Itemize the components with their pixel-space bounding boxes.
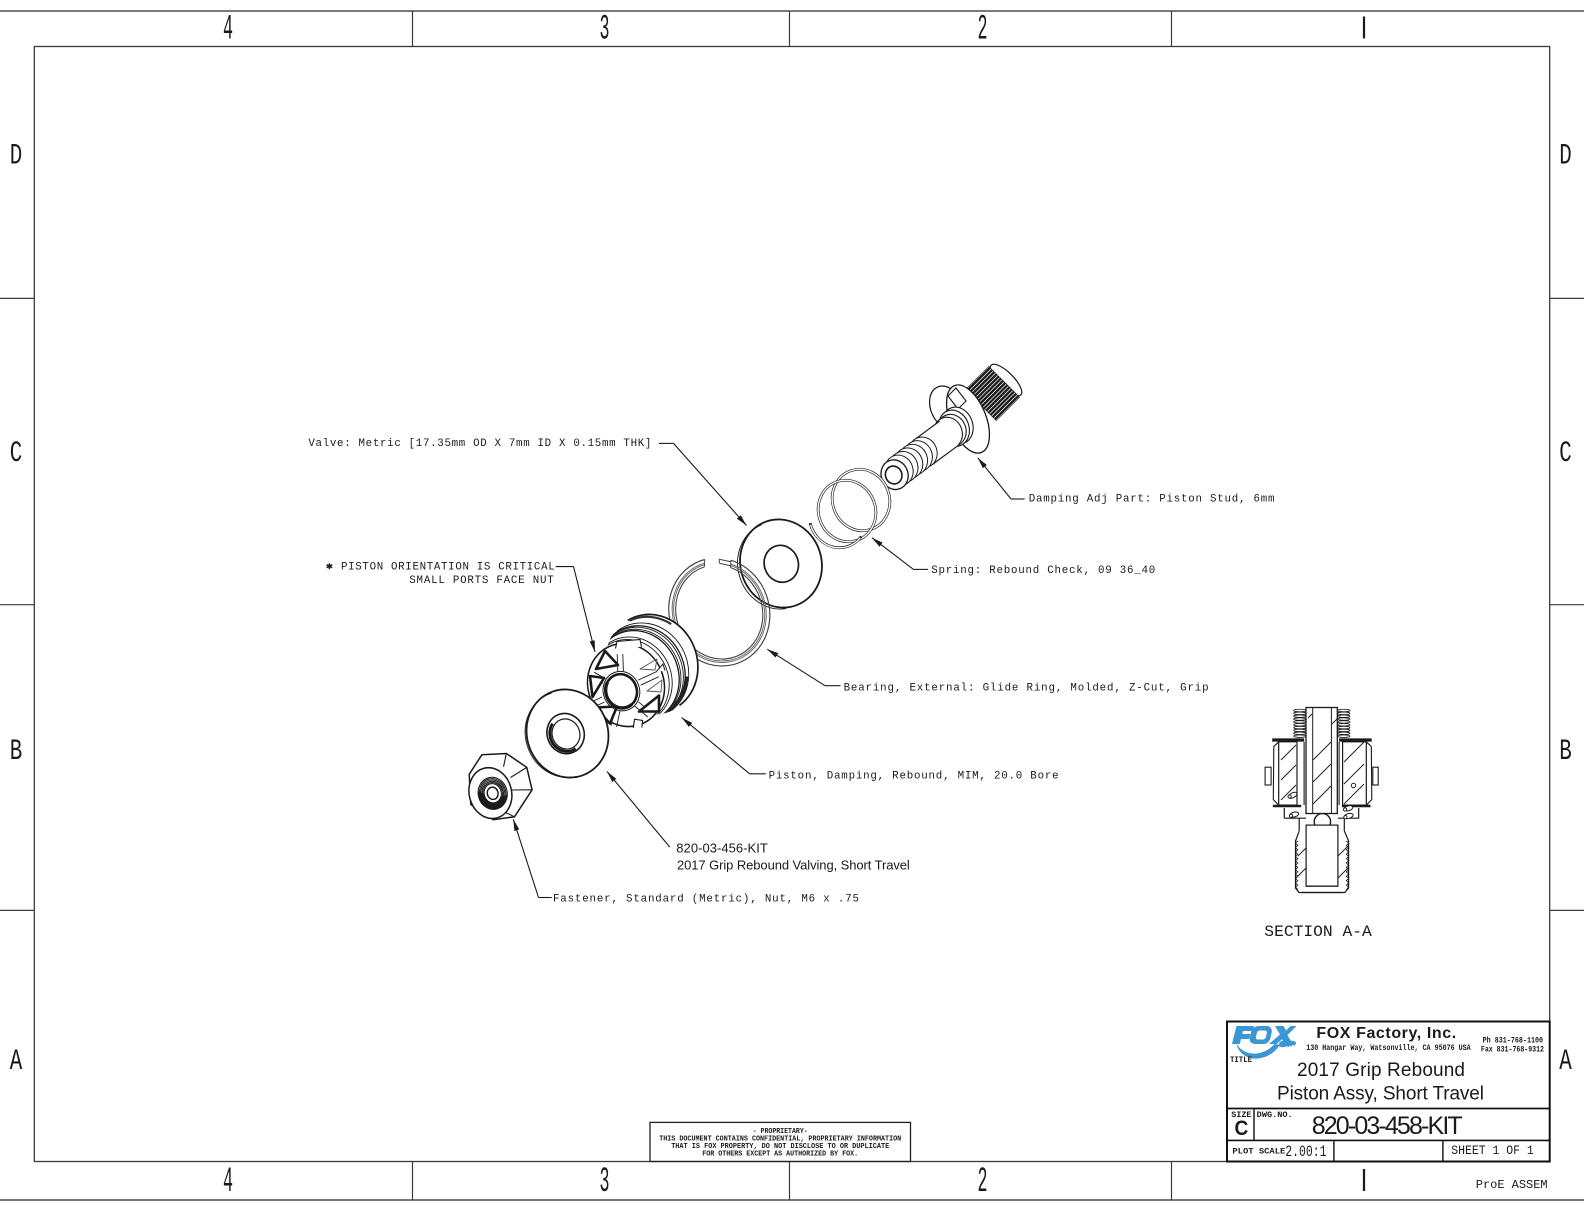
svg-text:Piston, Damping, Rebound, MIM,: Piston, Damping, Rebound, MIM, 20.0 Bore [769, 771, 1059, 783]
svg-text:2.00:1: 2.00:1 [1285, 1143, 1326, 1161]
svg-text:Fax 831-768-9312: Fax 831-768-9312 [1481, 1045, 1544, 1054]
svg-text:SECTION A-A: SECTION A-A [1264, 923, 1372, 941]
svg-text:B: B [1559, 735, 1572, 769]
svg-text:SIZE: SIZE [1231, 1111, 1251, 1120]
svg-text:C: C [1235, 1117, 1249, 1140]
svg-text:A: A [10, 1045, 23, 1079]
svg-text:C: C [10, 437, 23, 471]
svg-text:C: C [1559, 437, 1572, 471]
svg-text:FOR OTHERS EXCEPT AS AUTHORIZE: FOR OTHERS EXCEPT AS AUTHORIZED BY FOX. [702, 1151, 858, 1159]
svg-text:Bearing, External: Glide Ring,: Bearing, External: Glide Ring, Molded, Z… [844, 682, 1209, 694]
svg-text:Fastener, Standard (Metric), N: Fastener, Standard (Metric), Nut, M6 x .… [553, 894, 859, 906]
svg-text:ProE ASSEM: ProE ASSEM [1476, 1178, 1548, 1192]
svg-text:Valve: Metric [17.35mm OD X 7m: Valve: Metric [17.35mm OD X 7mm ID X 0.1… [308, 438, 651, 450]
svg-text:820-03-456-KIT: 820-03-456-KIT [676, 840, 768, 855]
svg-text:DWG.NO.: DWG.NO. [1257, 1111, 1293, 1120]
svg-text:SMALL PORTS FACE NUT: SMALL PORTS FACE NUT [409, 575, 554, 587]
svg-text:PISTON ORIENTATION IS CRITICAL: PISTON ORIENTATION IS CRITICAL [341, 561, 555, 573]
svg-text:2: 2 [978, 9, 988, 49]
svg-text:3: 3 [600, 1162, 610, 1202]
svg-text:3: 3 [600, 9, 610, 49]
svg-text:THAT IS FOX PROPERTY, DO NOT: THAT IS FOX PROPERTY, DO NOT DISCLOSE TO… [671, 1143, 889, 1151]
svg-text:A: A [1559, 1045, 1572, 1079]
svg-text:D: D [10, 139, 23, 173]
svg-text:Ph 831-768-1100: Ph 831-768-1100 [1483, 1037, 1544, 1046]
svg-text:SHEET 1 OF 1: SHEET 1 OF 1 [1451, 1143, 1534, 1158]
svg-text:4: 4 [223, 9, 233, 49]
svg-text:2: 2 [978, 1162, 988, 1202]
svg-text:Piston Assy, Short Travel: Piston Assy, Short Travel [1277, 1084, 1484, 1105]
svg-text:4: 4 [223, 1162, 233, 1202]
svg-text:Spring: Rebound Check, 09 36_4: Spring: Rebound Check, 09 36_40 [931, 565, 1155, 577]
svg-text:TITLE: TITLE [1230, 1056, 1252, 1065]
svg-text:FOX Factory, Inc.: FOX Factory, Inc. [1316, 1025, 1456, 1042]
svg-text:2017 Grip Rebound Valving, Sho: 2017 Grip Rebound Valving, Short Travel [677, 858, 910, 873]
svg-text:B: B [10, 735, 23, 769]
svg-text:130 Hangar Way, Watsonville, C: 130 Hangar Way, Watsonville, CA 95076 US… [1306, 1044, 1471, 1053]
svg-text:D: D [1559, 139, 1572, 173]
svg-text:PLOT SCALE: PLOT SCALE [1232, 1148, 1285, 1157]
svg-text:THIS DOCUMENT CONTAINS CONFIDE: THIS DOCUMENT CONTAINS CONFIDENTIAL, PRO… [659, 1136, 901, 1144]
svg-text:820-03-458-KIT: 820-03-458-KIT [1312, 1112, 1463, 1140]
svg-text:- PROPRIETARY-: - PROPRIETARY- [753, 1128, 808, 1136]
svg-text:2017 Grip Rebound: 2017 Grip Rebound [1297, 1060, 1465, 1081]
svg-text:Damping Adj Part: Piston Stud,: Damping Adj Part: Piston Stud, 6mm [1029, 493, 1275, 505]
